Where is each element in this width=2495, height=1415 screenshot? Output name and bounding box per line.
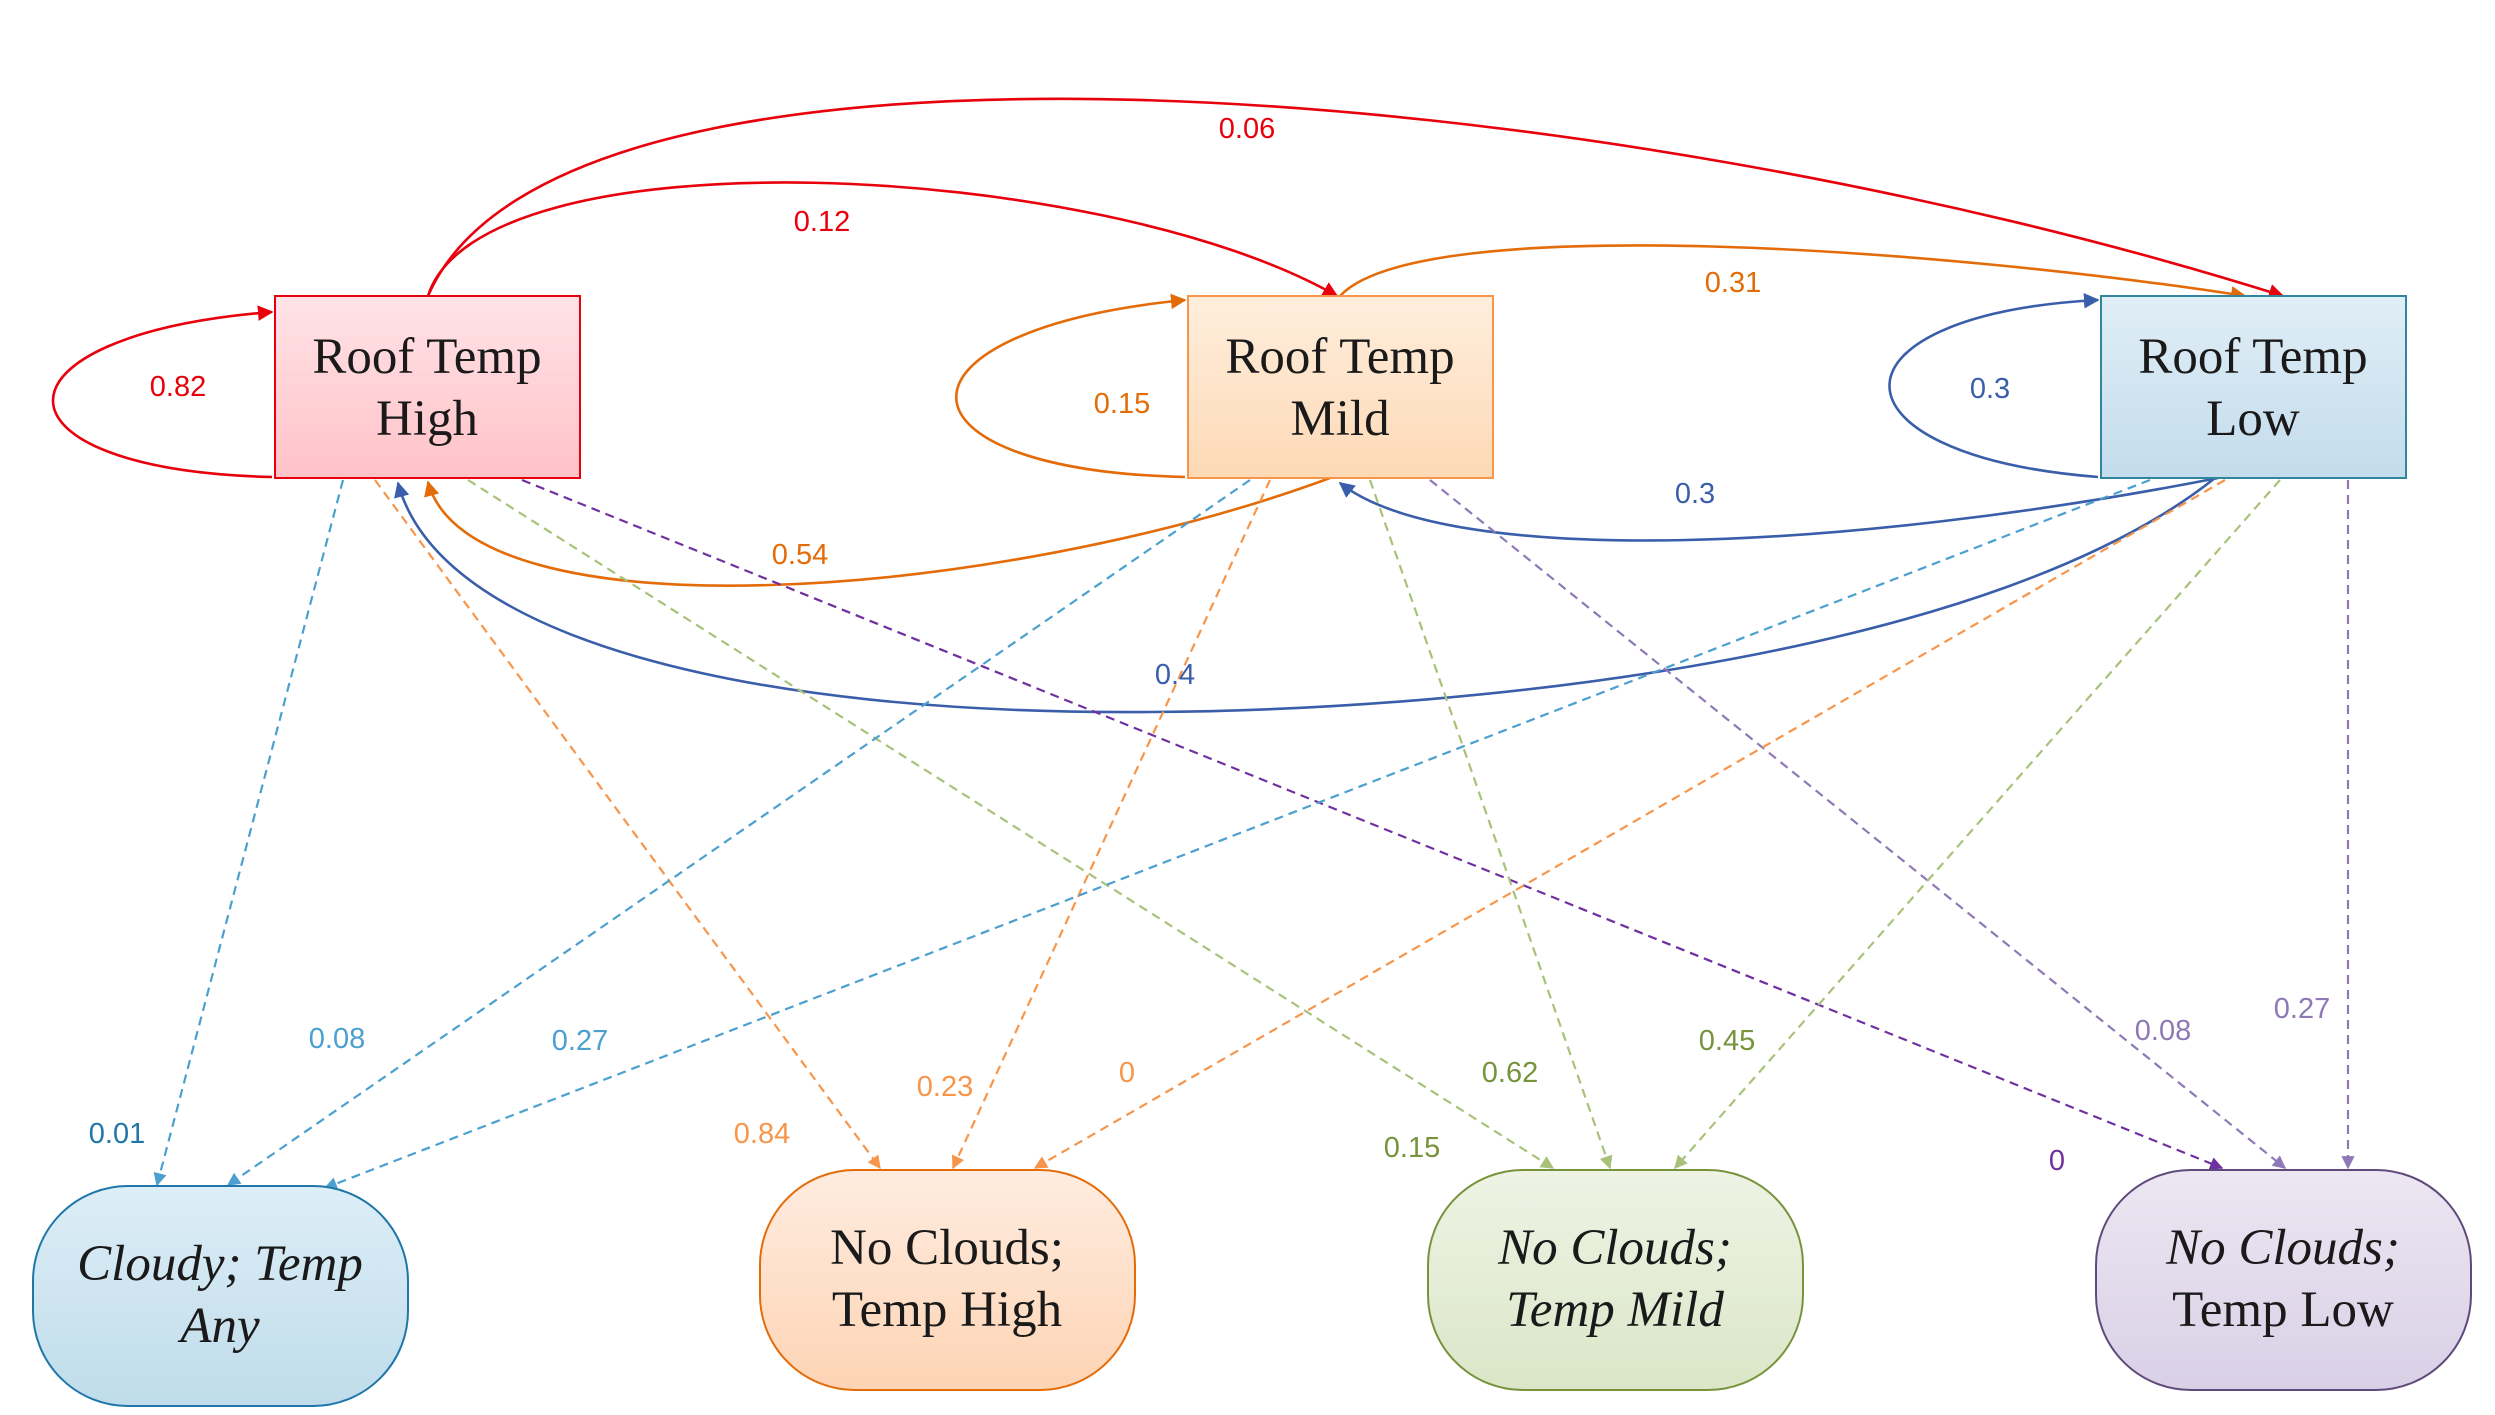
- state-high-line2: High: [376, 391, 478, 447]
- edge-high-nchigh: [374, 479, 881, 1170]
- edge-mild-high: [424, 476, 1331, 587]
- obs-node-cloudy: Cloudy; Temp Any: [32, 1185, 409, 1407]
- state-mild-line1: Roof Temp: [1225, 329, 1454, 385]
- label-high-low: 0.06: [1219, 113, 1275, 145]
- emission-labels: 0.01 0.84 0.15 0 0.08 0.23 0.62 0.08 0.2…: [89, 993, 2330, 1177]
- label-mild-mild: 0.15: [1094, 388, 1150, 420]
- state-high-line1: Roof Temp: [312, 329, 541, 385]
- edge-low-high: [394, 476, 2216, 714]
- transition-labels: 0.82 0.12 0.06 0.15 0.31 0.54 0.3 0.3 0.…: [150, 113, 2010, 691]
- edge-high-ncmild: [467, 479, 1555, 1169]
- edge-high-mild: [426, 181, 1339, 298]
- label-low-ncmild: 0.45: [1699, 1025, 1755, 1057]
- label-high-high: 0.82: [150, 371, 206, 403]
- label-mild-nclow: 0.08: [2135, 1015, 2191, 1047]
- state-mild-line2: Mild: [1290, 391, 1389, 447]
- label-mild-ncmild: 0.62: [1482, 1057, 1538, 1089]
- state-low-line2: Low: [2206, 391, 2300, 447]
- obs-node-nc-low: No Clouds; Temp Low: [2095, 1169, 2472, 1391]
- obs-nc-high-line1: No Clouds;: [830, 1220, 1064, 1276]
- edge-mild-mild: [954, 293, 1187, 479]
- label-mild-nchigh: 0.23: [917, 1071, 973, 1103]
- edge-high-cloudy: [153, 479, 345, 1187]
- obs-node-nc-mild: No Clouds; Temp Mild: [1427, 1169, 1804, 1391]
- label-high-cloudy: 0.01: [89, 1118, 145, 1150]
- label-low-high: 0.4: [1155, 659, 1195, 691]
- obs-nc-mild-line1: No Clouds;: [1497, 1220, 1732, 1276]
- label-low-low: 0.3: [1970, 373, 2010, 405]
- state-node-mild: Roof Temp Mild: [1187, 295, 1494, 479]
- edge-mild-low: [1339, 244, 2247, 302]
- edge-low-low: [1888, 292, 2100, 479]
- edge-low-nchigh: [1033, 479, 2226, 1169]
- edge-low-cloudy: [323, 478, 2151, 1190]
- emission-edges: [153, 478, 2355, 1190]
- obs-nc-low-line1: No Clouds;: [2165, 1220, 2400, 1276]
- edge-low-mild: [1338, 476, 2219, 542]
- edge-mild-nchigh: [951, 479, 1271, 1170]
- label-high-mild: 0.12: [794, 206, 850, 238]
- obs-node-nc-high: No Clouds; Temp High: [759, 1169, 1136, 1391]
- edge-high-nclow: [521, 478, 2224, 1170]
- obs-cloudy-line2: Any: [177, 1298, 260, 1354]
- label-low-nchigh: 0: [1119, 1057, 1135, 1089]
- edge-mild-cloudy: [226, 479, 1251, 1186]
- edge-mild-nclow: [1429, 479, 2287, 1169]
- label-high-ncmild: 0.15: [1384, 1132, 1440, 1164]
- state-low-line1: Roof Temp: [2138, 329, 2367, 385]
- label-mild-low: 0.31: [1705, 267, 1761, 299]
- edge-high-high: [52, 305, 274, 479]
- edge-high-low: [426, 97, 2285, 300]
- edge-low-ncmild: [1674, 479, 2281, 1169]
- label-low-cloudy: 0.27: [552, 1025, 608, 1057]
- obs-cloudy-line1: Cloudy; Temp: [77, 1236, 363, 1292]
- transition-edges: [52, 97, 2285, 714]
- label-high-nchigh: 0.84: [734, 1118, 790, 1150]
- label-high-nclow: 0: [2049, 1145, 2065, 1177]
- label-mild-cloudy: 0.08: [309, 1023, 365, 1055]
- label-mild-high: 0.54: [772, 539, 828, 571]
- edge-mild-ncmild: [1368, 479, 1613, 1170]
- label-low-nclow: 0.27: [2274, 993, 2330, 1025]
- state-node-high: Roof Temp High: [274, 295, 581, 479]
- obs-nc-mild-line2: Temp Mild: [1506, 1282, 1724, 1338]
- label-low-mild: 0.3: [1675, 478, 1715, 510]
- obs-nc-low-line2: Temp Low: [2172, 1282, 2394, 1338]
- state-node-low: Roof Temp Low: [2100, 295, 2407, 479]
- obs-nc-high-line2: Temp High: [832, 1282, 1062, 1338]
